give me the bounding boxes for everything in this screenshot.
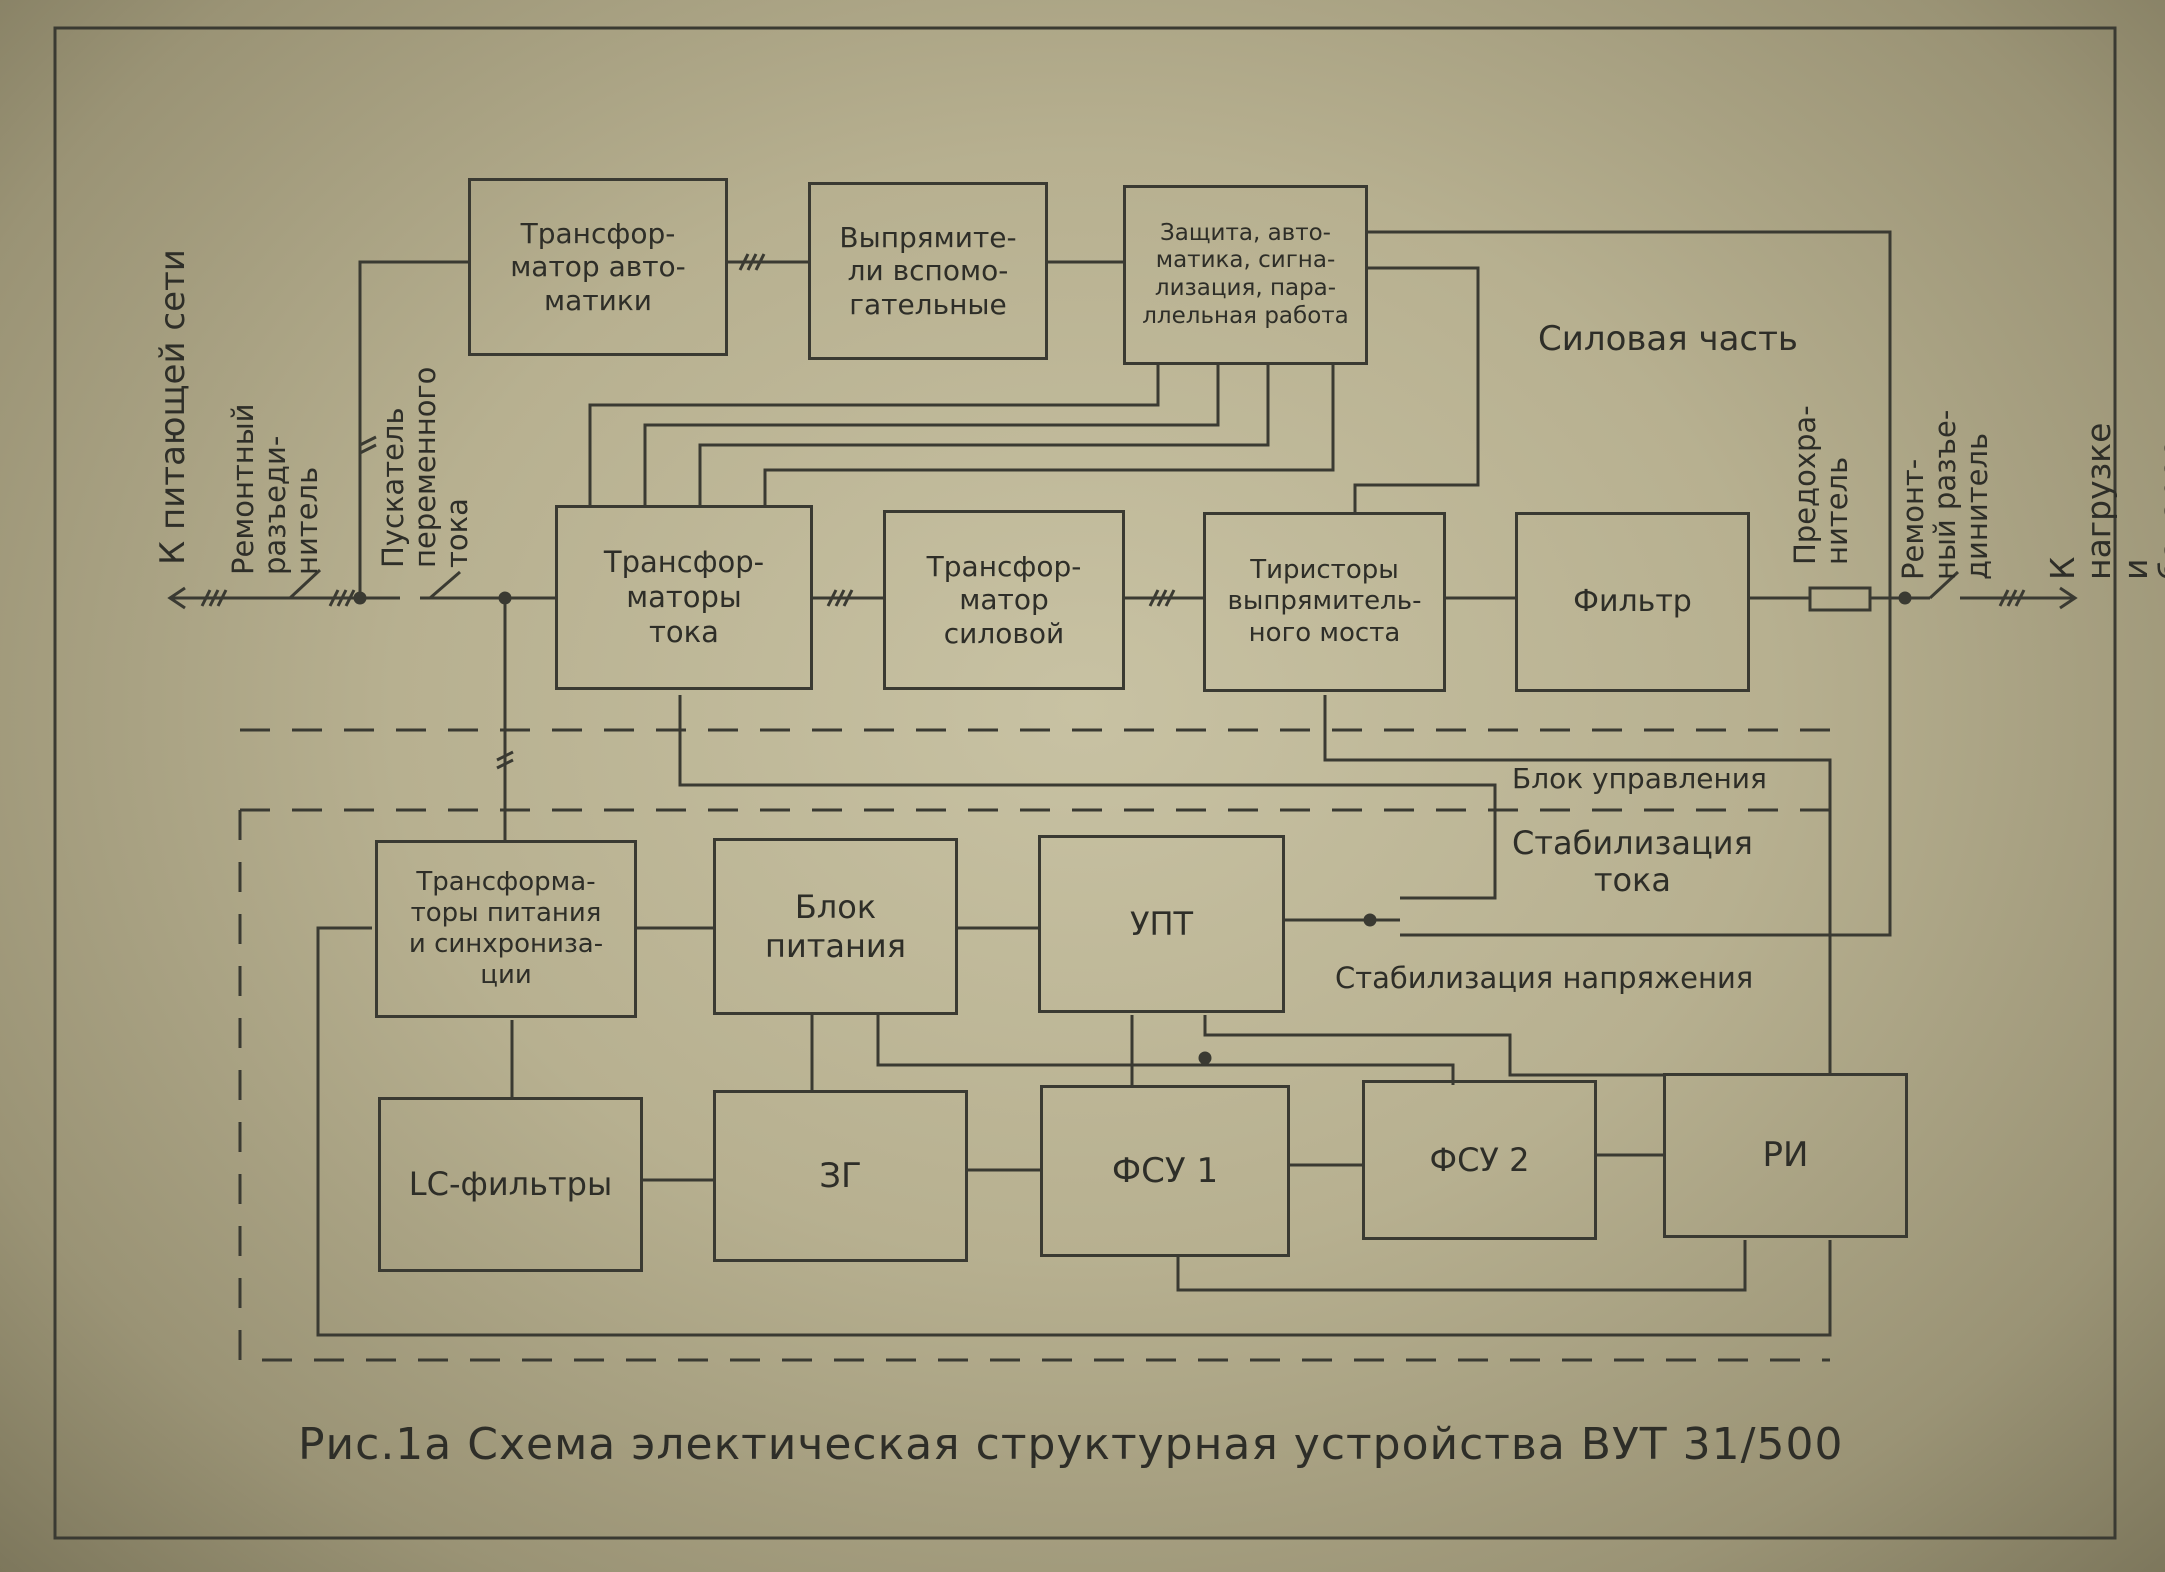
prot-bus-3 [698,365,1270,505]
mains-arrow [167,586,186,610]
repair-disconnector-out-label: Ремонт- ный разъе- динитель [1896,409,1994,580]
fsu2-block: ФСУ 2 [1362,1080,1597,1240]
protection-automation-block: Защита, авто- матика, сигна- лизация, па… [1123,185,1368,365]
output-arrow [2059,586,2078,610]
ac-starter-label: Пускатель переменного тока [376,366,474,568]
feed-transformer-automation [358,260,468,598]
prot-bus-2 [643,365,1220,505]
junction-node [1898,591,1912,605]
fuse-label: Предохра- нитель [1788,405,1854,565]
to-mains-label: К питающей сети [153,249,193,565]
prot-to-output [1368,230,1892,937]
ri-to-sync-return [316,926,1832,1337]
outer-frame [53,26,2117,1540]
ct-feedback [678,695,1497,900]
voltage-stabilization-label: Стабилизация напряжения [1335,961,1754,995]
thyristor-bridge-block: Тиристоры выпрямитель- ного моста [1203,512,1446,692]
junction-node [1198,1051,1212,1065]
disconnector-switch-in [288,568,322,600]
ri-block: РИ [1663,1073,1908,1238]
lc-filters-block: LC-фильтры [378,1097,643,1272]
generator-block: ЗГ [713,1090,968,1262]
to-load-label: К нагрузке и батарее [2043,422,2165,580]
current-stabilization-label: Стабилизация тока [1512,824,1753,899]
thy-feedback [1323,695,1832,1075]
transformer-automation-block: Трансфор- матор авто- матики [468,178,728,356]
disconnector-switch-out [1928,570,1960,600]
prot-to-thyristors [1353,266,1480,512]
fsu1-block: ФСУ 1 [1040,1085,1290,1257]
starter-switch [429,570,461,600]
supply-sync-transformers-block: Трансформа- торы питания и синхрониза- ц… [375,840,637,1018]
current-transformers-block: Трансфор- маторы тока [555,505,813,690]
aux-rectifiers-block: Выпрямите- ли вспомо- гательные [808,182,1048,360]
power-section-label: Силовая часть [1538,319,1798,359]
upt-to-ri [1203,1015,1665,1077]
power-transformer-block: Трансфор- матор силовой [883,510,1125,690]
filter-block: Фильтр [1515,512,1750,692]
fuse-symbol [1808,586,1872,612]
repair-disconnector-in-label: Ремонтный разъеди- нитель [226,403,324,575]
prot-bus-1 [588,365,1160,505]
dc-amplifier-block: УПТ [1038,835,1285,1013]
power-supply-block: Блок питания [713,838,958,1015]
ps-to-fsu2 [876,1015,1455,1085]
prot-bus-4 [763,365,1335,505]
control-unit-label: Блок управления [1512,762,1767,795]
figure-caption: Рис.1а Схема электическая структурная ус… [298,1419,1844,1470]
wire-tick-marks [200,253,2026,770]
ri-to-fsu1-return [1176,1240,1747,1292]
